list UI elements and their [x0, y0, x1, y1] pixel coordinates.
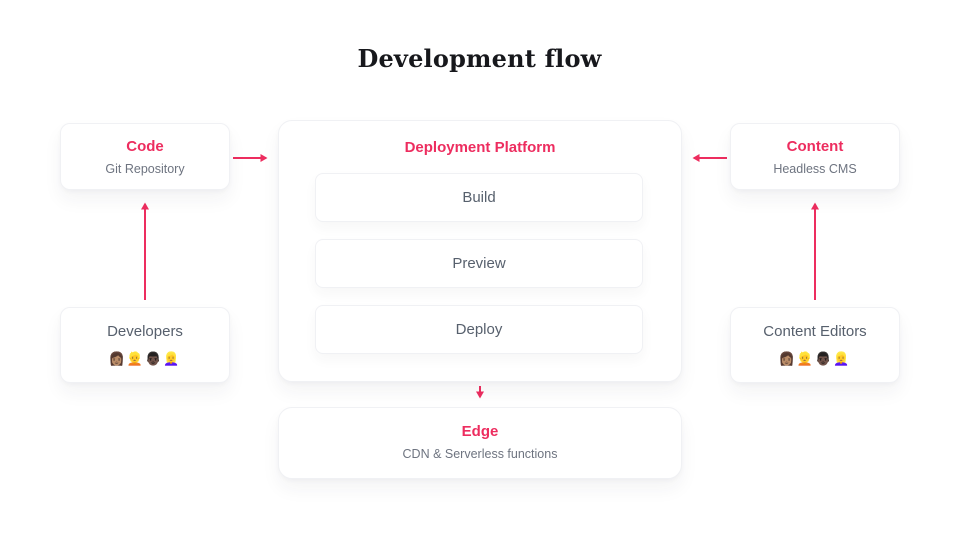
node-edge: Edge CDN & Serverless functions — [278, 407, 682, 479]
node-content-title: Content — [786, 138, 844, 155]
node-edge-subtitle: CDN & Serverless functions — [402, 447, 558, 461]
content-editors-emoji-row: 👩🏽👱👨🏿👱‍♀️ — [778, 351, 852, 366]
node-developers-label: Developers — [107, 323, 183, 340]
platform-step-build: Build — [315, 173, 643, 222]
developers-emoji-row: 👩🏽👱👨🏿👱‍♀️ — [108, 351, 182, 366]
node-platform-title: Deployment Platform — [404, 139, 556, 156]
node-content-editors-label: Content Editors — [763, 323, 867, 340]
node-content: Content Headless CMS — [730, 123, 900, 190]
node-developers: Developers 👩🏽👱👨🏿👱‍♀️ — [60, 307, 230, 383]
node-code-title: Code — [126, 138, 164, 155]
node-edge-title: Edge — [461, 423, 499, 440]
page-title: Development flow — [357, 44, 602, 73]
node-code-subtitle: Git Repository — [105, 162, 185, 176]
node-code: Code Git Repository — [60, 123, 230, 190]
platform-step-deploy: Deploy — [315, 305, 643, 354]
node-content-editors: Content Editors 👩🏽👱👨🏿👱‍♀️ — [730, 307, 900, 383]
node-deployment-platform: Deployment Platform Build Preview Deploy — [278, 120, 682, 382]
node-content-subtitle: Headless CMS — [773, 162, 857, 176]
platform-step-preview: Preview — [315, 239, 643, 288]
